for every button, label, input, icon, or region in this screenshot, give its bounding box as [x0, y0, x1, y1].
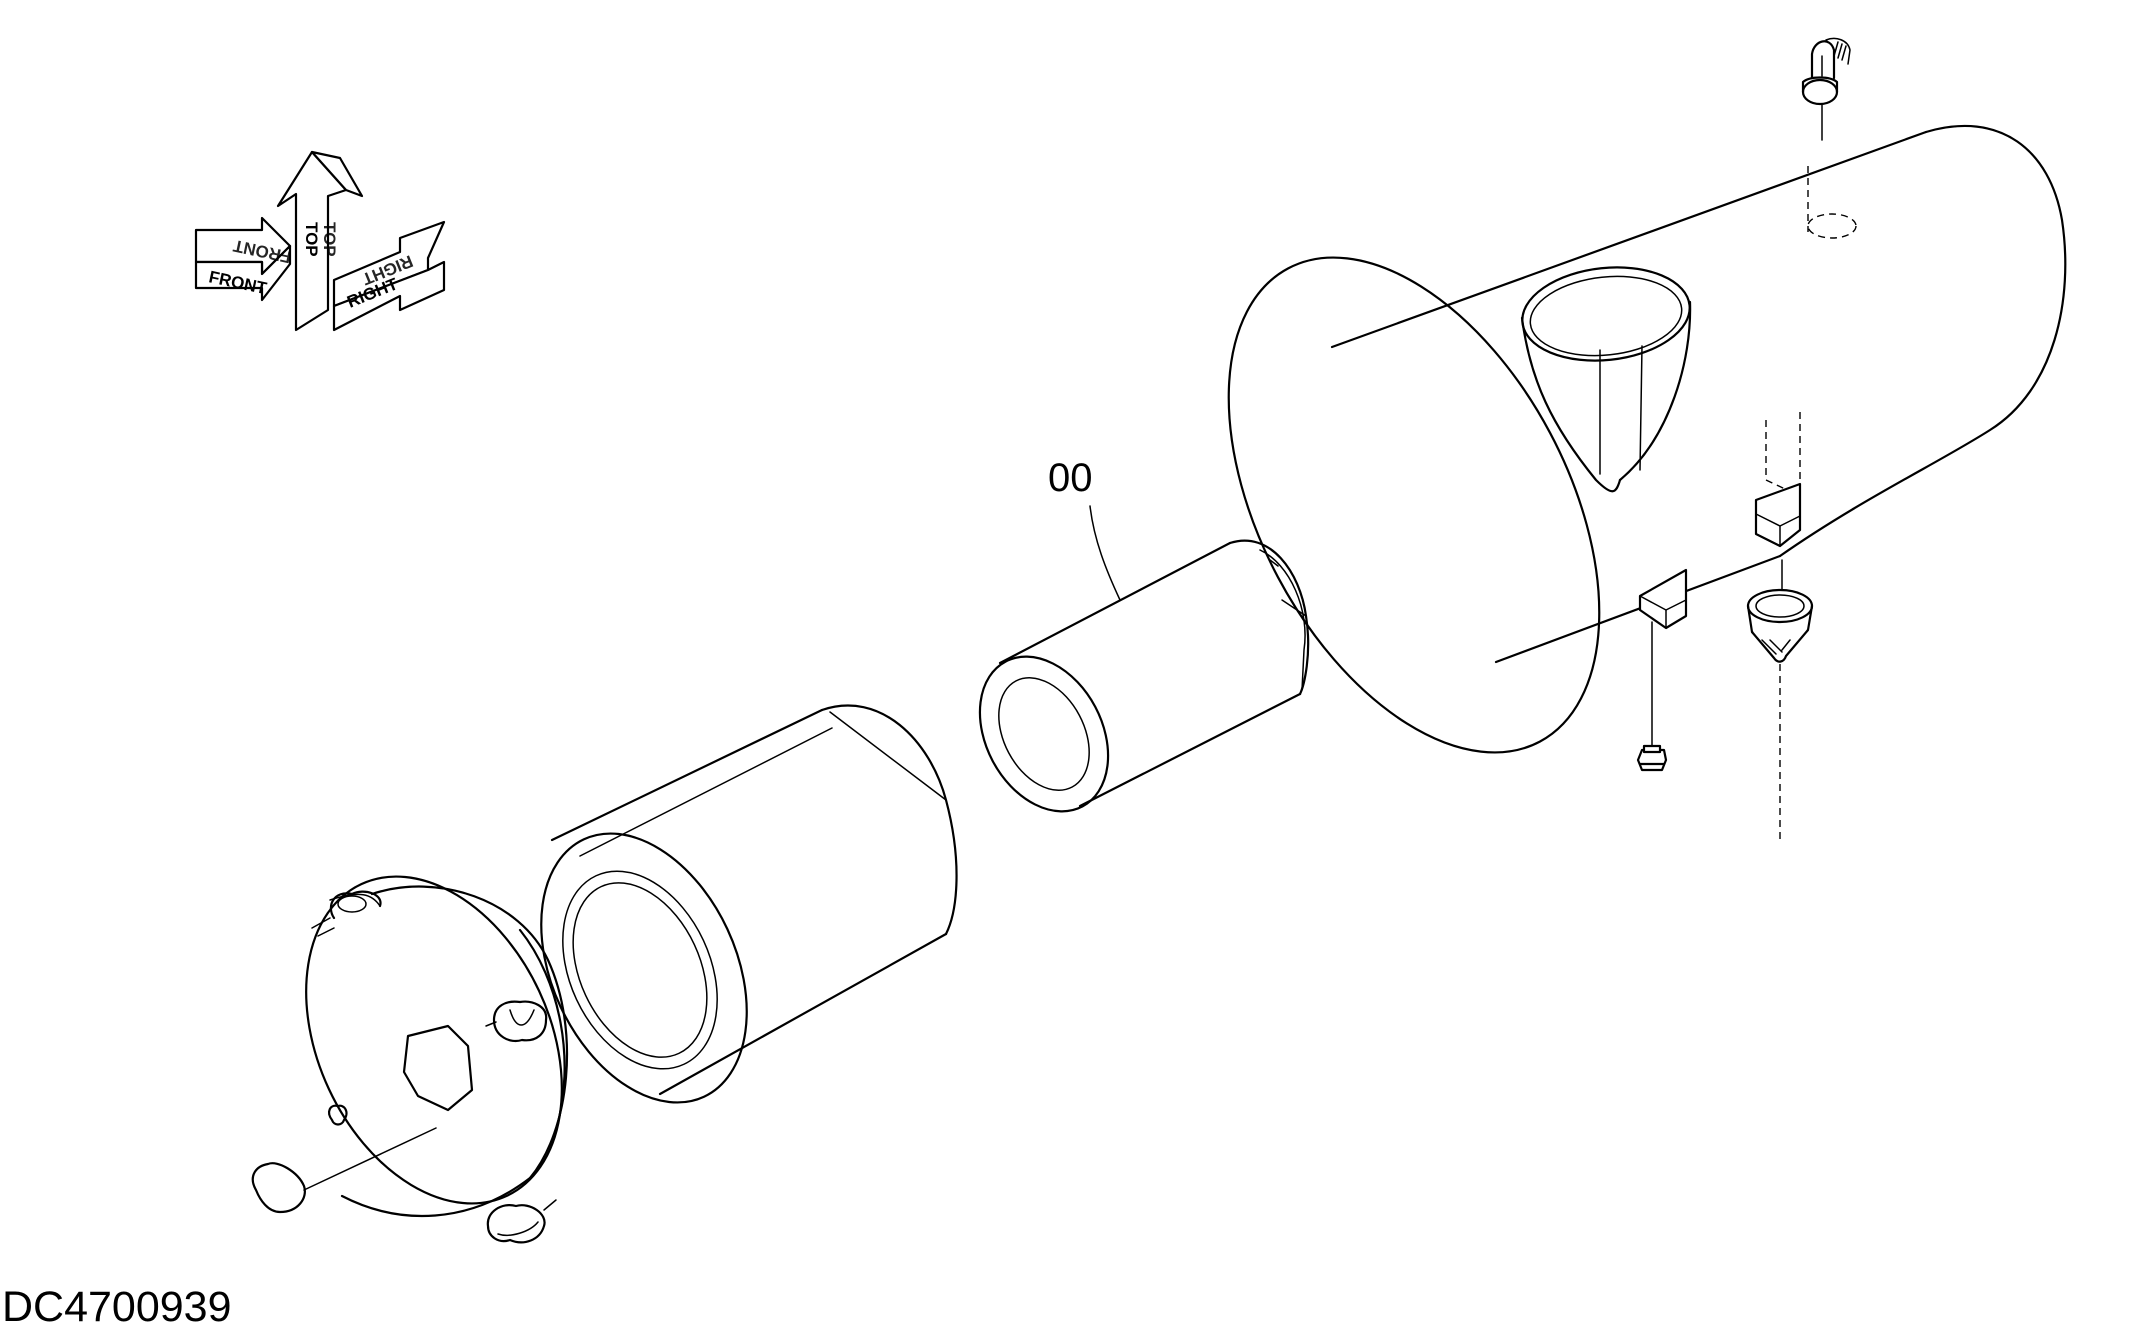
top-arrow: TOP TOP — [276, 150, 364, 332]
restriction-indicator — [1801, 37, 1851, 141]
top-label-mirror: TOP — [320, 222, 339, 257]
cover-clip-lower-left — [328, 1104, 348, 1126]
cover-clip-bottom — [486, 1199, 557, 1244]
part-callout-label: 00 — [1048, 456, 1093, 500]
safety-filter-element — [978, 539, 1310, 813]
right-arrow: RIGHT RIGHT — [332, 220, 446, 332]
cover-clip-right — [485, 1000, 548, 1043]
housing-cover — [305, 875, 569, 1244]
mounting-bracket-right — [1754, 482, 1802, 548]
hex-center-nut — [402, 1024, 474, 1112]
cover-clip-top — [311, 890, 382, 937]
air-cleaner-housing — [1227, 124, 2067, 754]
primary-filter-element — [540, 704, 958, 1104]
callout-leader-line — [1089, 505, 1121, 601]
drawing-number: DC4700939 — [2, 1283, 232, 1331]
evacuator-valve — [1746, 559, 1814, 840]
mounting-bracket-left — [1638, 568, 1688, 630]
mounting-bolt — [1636, 621, 1668, 772]
top-label: TOP — [302, 222, 321, 257]
front-arrow: FRONT FRONT — [194, 216, 293, 302]
orientation-indicator: FRONT FRONT TOP TOP RIGHT RIGHT — [194, 150, 446, 332]
intake-inlet-pipe — [1520, 266, 1692, 493]
dust-unloader-valve — [251, 1127, 437, 1214]
